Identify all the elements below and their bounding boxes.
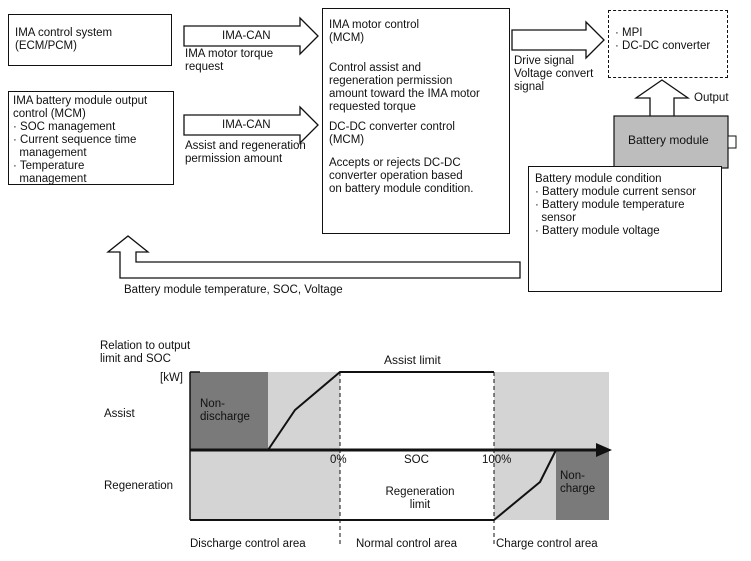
non-discharge-label: Non- discharge xyxy=(200,398,250,424)
non-discharge-1: Non- xyxy=(200,398,225,410)
assist-label: Assist xyxy=(104,408,135,420)
soc-label: SOC xyxy=(404,454,429,466)
drive-signal-arrow xyxy=(511,20,605,60)
mcm-battery-box: IMA battery module output control (MCM) … xyxy=(8,91,174,185)
mcm-left-7: management xyxy=(13,173,87,185)
mpi-line-2: · DC-DC converter xyxy=(615,40,711,52)
charge-area-label: Charge control area xyxy=(496,538,598,550)
ecm-box: IMA control system (ECM/PCM) xyxy=(8,14,172,66)
can2-caption: Assist and regeneration permission amoun… xyxy=(185,140,306,166)
can2-label: IMA-CAN xyxy=(222,119,271,131)
can1-caption: IMA motor torque request xyxy=(185,48,273,74)
feedback-label: Battery module temperature, SOC, Voltage xyxy=(124,284,343,296)
mc-p4-1: Accepts or rejects DC-DC xyxy=(329,157,461,169)
drive-signal-1: Drive signal xyxy=(514,55,575,67)
kw-unit: [kW] xyxy=(160,372,183,384)
mpi-line-1: · MPI xyxy=(615,27,643,39)
can1-label: IMA-CAN xyxy=(222,30,271,42)
mc-p2-2: regeneration permission xyxy=(329,75,453,87)
can1-caption-1: IMA motor torque xyxy=(185,48,274,60)
battery-terminal xyxy=(727,135,737,149)
mcm-left-6: · Temperature xyxy=(13,160,85,172)
mc-p2-3: amount toward the IMA motor xyxy=(329,88,480,100)
chart-title-2: limit and SOC xyxy=(100,353,171,365)
mc-p4-2: converter operation based xyxy=(329,170,463,182)
ecm-line-1: IMA control system xyxy=(15,27,113,39)
mcm-left-4: · Current sequence time xyxy=(13,134,137,146)
chart-title-1: Relation to output xyxy=(100,340,191,352)
non-charge-region xyxy=(556,450,609,520)
mc-p2-1: Control assist and xyxy=(329,62,422,74)
motor-control-box: IMA motor control (MCM) Control assist a… xyxy=(322,8,510,234)
regeneration-label: Regeneration xyxy=(104,480,174,492)
feedback-arrow xyxy=(106,235,521,279)
mc-p2-4: requested torque xyxy=(329,101,416,113)
battery-module-label: Battery module xyxy=(628,133,709,147)
soc-axis-arrowhead xyxy=(596,443,612,457)
can-arrow-1 xyxy=(183,16,319,56)
regen-limit-2: limit xyxy=(409,499,431,511)
discharge-area-label: Discharge control area xyxy=(190,538,306,550)
can-arrow-2 xyxy=(183,105,319,145)
drive-signal-3: signal xyxy=(514,81,545,93)
ecm-line-2: (ECM/PCM) xyxy=(15,40,77,52)
cond-5: · Battery module voltage xyxy=(535,225,660,237)
regeneration-limit-curve xyxy=(190,449,557,521)
cond-2: · Battery module current sensor xyxy=(535,186,697,198)
non-charge-2: charge xyxy=(560,483,596,495)
mcm-left-5: management xyxy=(13,147,87,159)
hundred-percent-label: 100% xyxy=(482,454,512,466)
non-charge-1: Non- xyxy=(560,470,585,482)
normal-area-label: Normal control area xyxy=(356,538,457,550)
output-arrow xyxy=(633,79,691,121)
can2-caption-1: Assist and regeneration xyxy=(185,140,306,152)
mcm-left-2: control (MCM) xyxy=(13,108,86,120)
regen-limit-label: Regeneration limit xyxy=(383,486,457,512)
mpi-box: · MPI · DC-DC converter xyxy=(608,10,728,78)
mcm-left-1: IMA battery module output xyxy=(13,95,148,107)
cond-3: · Battery module temperature xyxy=(535,199,685,211)
mcm-left-3: · SOC management xyxy=(13,121,116,133)
mc-p1-2: (MCM) xyxy=(329,32,365,44)
zero-percent-label: 0% xyxy=(330,454,347,466)
cond-4: sensor xyxy=(535,212,576,224)
drive-signal-text: Drive signal Voltage convert signal xyxy=(514,55,593,94)
cond-1: Battery module condition xyxy=(535,173,662,185)
chart-title: Relation to output limit and SOC xyxy=(100,340,190,366)
non-charge-label: Non- charge xyxy=(560,470,595,496)
regen-limit-1: Regeneration xyxy=(385,486,455,498)
mc-p4-3: on battery module condition. xyxy=(329,183,474,195)
non-discharge-region xyxy=(190,372,268,450)
output-label: Output xyxy=(694,92,729,104)
mc-p1-1: IMA motor control xyxy=(329,19,420,31)
can1-caption-2: request xyxy=(185,61,224,73)
mc-p3-2: (MCM) xyxy=(329,134,365,146)
battery-condition-box: Battery module condition · Battery modul… xyxy=(528,166,722,292)
assist-limit-label: Assist limit xyxy=(384,353,441,367)
can2-caption-2: permission amount xyxy=(185,153,283,165)
drive-signal-2: Voltage convert xyxy=(514,68,594,80)
mc-p3-1: DC-DC converter control xyxy=(329,121,455,133)
non-discharge-2: discharge xyxy=(200,411,250,423)
assist-limit-curve xyxy=(267,371,494,451)
